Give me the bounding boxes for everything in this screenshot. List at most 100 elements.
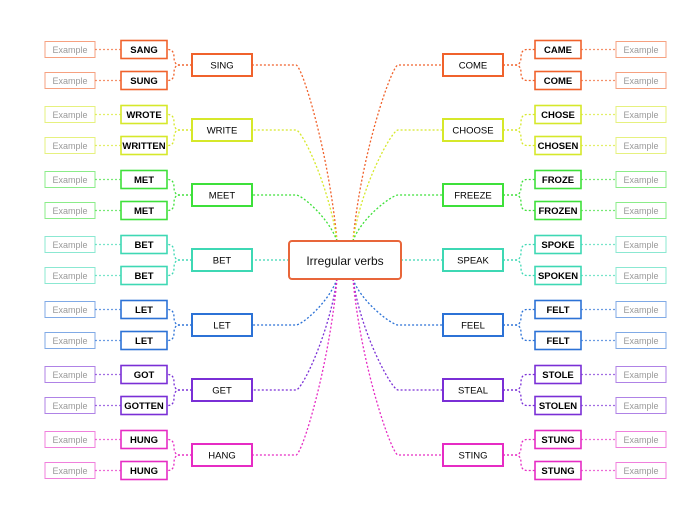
form-node-freeze-1[interactable]: FROZE bbox=[534, 169, 582, 190]
form-node-hang-1[interactable]: HUNG bbox=[120, 429, 168, 450]
example-node-speak-2-label: Example bbox=[623, 271, 658, 281]
verb-node-get[interactable]: GET bbox=[191, 378, 253, 402]
form-node-steal-2[interactable]: STOLEN bbox=[534, 395, 582, 416]
example-node-write-2[interactable]: Example bbox=[44, 137, 96, 154]
verb-node-let[interactable]: LET bbox=[191, 313, 253, 337]
form-node-write-2[interactable]: WRITTEN bbox=[120, 135, 168, 156]
example-node-let-1[interactable]: Example bbox=[44, 301, 96, 318]
example-node-freeze-2[interactable]: Example bbox=[615, 202, 667, 219]
example-node-hang-2-box bbox=[44, 462, 96, 479]
verb-node-steal[interactable]: STEAL bbox=[442, 378, 504, 402]
form-node-feel-1[interactable]: FELT bbox=[534, 299, 582, 320]
form-node-freeze-2[interactable]: FROZEN bbox=[534, 200, 582, 221]
form-node-steal-2-label: STOLEN bbox=[539, 401, 577, 412]
example-node-get-1[interactable]: Example bbox=[44, 366, 96, 383]
form-node-sing-1[interactable]: SANG bbox=[120, 39, 168, 60]
link-central-come bbox=[352, 64, 443, 242]
form-node-steal-1[interactable]: STOLE bbox=[534, 364, 582, 385]
verb-node-sing[interactable]: SING bbox=[191, 53, 253, 77]
form-node-come-2-box bbox=[534, 70, 582, 91]
form-node-bet-1-label: BET bbox=[135, 240, 154, 251]
form-node-sting-2[interactable]: STUNG bbox=[534, 460, 582, 481]
verb-node-speak[interactable]: SPEAK bbox=[442, 248, 504, 272]
example-node-speak-1[interactable]: Example bbox=[615, 236, 667, 253]
example-node-hang-2[interactable]: Example bbox=[44, 462, 96, 479]
example-node-choose-1[interactable]: Example bbox=[615, 106, 667, 123]
example-node-speak-1-label: Example bbox=[623, 240, 658, 250]
form-node-sing-1-label: SANG bbox=[130, 45, 157, 56]
verb-node-meet[interactable]: MEET bbox=[191, 183, 253, 207]
form-node-hang-2[interactable]: HUNG bbox=[120, 460, 168, 481]
example-node-sing-2[interactable]: Example bbox=[44, 72, 96, 89]
example-node-let-2[interactable]: Example bbox=[44, 332, 96, 349]
example-node-get-1-box bbox=[44, 366, 96, 383]
form-node-speak-1-box bbox=[534, 234, 582, 255]
example-node-come-2[interactable]: Example bbox=[615, 72, 667, 89]
example-node-hang-1-box bbox=[44, 431, 96, 448]
form-node-choose-1[interactable]: CHOSE bbox=[534, 104, 582, 125]
example-node-sting-2-label: Example bbox=[623, 466, 658, 476]
example-node-steal-1[interactable]: Example bbox=[615, 366, 667, 383]
example-node-write-1[interactable]: Example bbox=[44, 106, 96, 123]
example-node-get-2[interactable]: Example bbox=[44, 397, 96, 414]
verb-node-come[interactable]: COME bbox=[442, 53, 504, 77]
form-node-sing-2[interactable]: SUNG bbox=[120, 70, 168, 91]
form-node-speak-2[interactable]: SPOKEN bbox=[534, 265, 582, 286]
verb-node-bet[interactable]: BET bbox=[191, 248, 253, 272]
form-node-feel-2[interactable]: FELT bbox=[534, 330, 582, 351]
example-node-hang-1[interactable]: Example bbox=[44, 431, 96, 448]
form-node-meet-1[interactable]: MET bbox=[120, 169, 168, 190]
example-node-freeze-1[interactable]: Example bbox=[615, 171, 667, 188]
form-node-bet-2[interactable]: BET bbox=[120, 265, 168, 286]
verb-node-bet-label: BET bbox=[213, 256, 232, 267]
verb-node-write[interactable]: WRITE bbox=[191, 118, 253, 142]
verb-node-feel[interactable]: FEEL bbox=[442, 313, 504, 337]
form-node-speak-1[interactable]: SPOKE bbox=[534, 234, 582, 255]
form-node-write-2-box bbox=[120, 135, 168, 156]
example-node-bet-2-box bbox=[44, 267, 96, 284]
form-node-let-1-box bbox=[120, 299, 168, 320]
link-let-form-1 bbox=[167, 308, 192, 326]
verb-node-sting[interactable]: STING bbox=[442, 443, 504, 467]
form-node-choose-2[interactable]: CHOSEN bbox=[534, 135, 582, 156]
verb-node-hang[interactable]: HANG bbox=[191, 443, 253, 467]
form-node-let-1[interactable]: LET bbox=[120, 299, 168, 320]
example-node-bet-1[interactable]: Example bbox=[44, 236, 96, 253]
example-node-choose-2[interactable]: Example bbox=[615, 137, 667, 154]
verb-node-bet-box bbox=[191, 248, 253, 272]
example-node-meet-2[interactable]: Example bbox=[44, 202, 96, 219]
form-node-get-1[interactable]: GOT bbox=[120, 364, 168, 385]
example-node-sting-1[interactable]: Example bbox=[615, 431, 667, 448]
example-node-feel-2[interactable]: Example bbox=[615, 332, 667, 349]
example-node-hang-2-label: Example bbox=[52, 466, 87, 476]
link-central-freeze bbox=[352, 194, 443, 242]
example-node-meet-1[interactable]: Example bbox=[44, 171, 96, 188]
form-node-come-1[interactable]: CAME bbox=[534, 39, 582, 60]
form-node-write-1[interactable]: WROTE bbox=[120, 104, 168, 125]
example-node-bet-2[interactable]: Example bbox=[44, 267, 96, 284]
form-node-let-2[interactable]: LET bbox=[120, 330, 168, 351]
central-topic-node[interactable]: Irregular verbs bbox=[288, 240, 402, 280]
form-node-meet-2[interactable]: MET bbox=[120, 200, 168, 221]
example-node-steal-2[interactable]: Example bbox=[615, 397, 667, 414]
example-node-feel-1[interactable]: Example bbox=[615, 301, 667, 318]
example-node-meet-2-label: Example bbox=[52, 206, 87, 216]
verb-node-choose[interactable]: CHOOSE bbox=[442, 118, 504, 142]
link-come-form-2 bbox=[503, 64, 535, 82]
example-node-sting-2[interactable]: Example bbox=[615, 462, 667, 479]
example-node-bet-2-label: Example bbox=[52, 271, 87, 281]
example-node-write-2-label: Example bbox=[52, 141, 87, 151]
example-node-bet-1-label: Example bbox=[52, 240, 87, 250]
example-node-come-1[interactable]: Example bbox=[615, 41, 667, 58]
verb-node-come-label: COME bbox=[459, 61, 488, 72]
form-node-bet-1[interactable]: BET bbox=[120, 234, 168, 255]
example-node-sing-1[interactable]: Example bbox=[44, 41, 96, 58]
example-node-feel-1-box bbox=[615, 301, 667, 318]
verb-node-sing-box bbox=[191, 53, 253, 77]
form-node-sting-1-box bbox=[534, 429, 582, 450]
verb-node-freeze[interactable]: FREEZE bbox=[442, 183, 504, 207]
form-node-come-2[interactable]: COME bbox=[534, 70, 582, 91]
form-node-get-2[interactable]: GOTTEN bbox=[120, 395, 168, 416]
example-node-speak-2[interactable]: Example bbox=[615, 267, 667, 284]
form-node-sting-1[interactable]: STUNG bbox=[534, 429, 582, 450]
